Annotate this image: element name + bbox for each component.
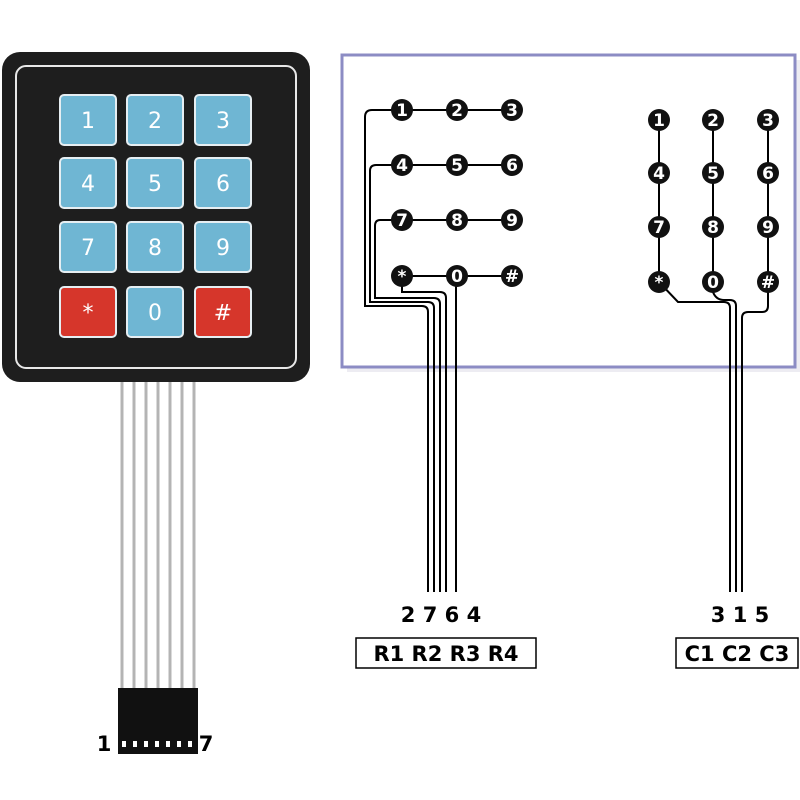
key-0[interactable]: 0 — [126, 286, 184, 338]
col-node-*: * — [648, 271, 670, 293]
ribbon-cable — [120, 382, 196, 690]
key-label: 1 — [81, 109, 95, 134]
col-node-6: 6 — [757, 162, 779, 184]
col-node-4: 4 — [648, 162, 670, 184]
key-8[interactable]: 8 — [126, 221, 184, 273]
node-label: 7 — [653, 218, 665, 238]
col-node-2: 2 — [702, 109, 724, 131]
node-label: 2 — [707, 111, 719, 131]
node-label: # — [761, 273, 775, 293]
key-2[interactable]: 2 — [126, 94, 184, 146]
key-1[interactable]: 1 — [59, 94, 117, 146]
node-label: 0 — [707, 273, 719, 293]
node-label: 3 — [762, 111, 774, 131]
node-label: 4 — [396, 156, 408, 176]
col-node-1: 1 — [648, 109, 670, 131]
node-label: 6 — [506, 156, 518, 176]
connector-pin-right-label: 7 — [199, 732, 214, 756]
node-label: 2 — [451, 101, 463, 121]
connector-pin — [122, 741, 126, 747]
node-label: 9 — [506, 211, 518, 231]
key-3[interactable]: 3 — [194, 94, 252, 146]
node-label: * — [398, 267, 407, 287]
row-node-grid: 1 2 3 4 5 6 7 8 9 * 0 # — [391, 99, 523, 287]
key-label: 2 — [148, 109, 162, 134]
key-#[interactable]: # — [194, 286, 252, 338]
row-node-4: 4 — [391, 154, 413, 176]
node-label: 1 — [653, 111, 665, 131]
col-node-0: 0 — [702, 271, 724, 293]
key-label: 7 — [81, 236, 95, 261]
row-wiring — [364, 109, 512, 592]
key-label: 6 — [216, 172, 230, 197]
connector-pin — [144, 741, 148, 747]
node-label: # — [505, 267, 519, 287]
row-node-*: * — [391, 265, 413, 287]
key-label: 0 — [148, 301, 162, 326]
key-4[interactable]: 4 — [59, 157, 117, 209]
connector-pin — [166, 741, 170, 747]
column-wiring — [658, 120, 769, 592]
node-label: 7 — [396, 211, 408, 231]
key-label: 5 — [148, 172, 162, 197]
node-label: 8 — [451, 211, 463, 231]
col-node-7: 7 — [648, 216, 670, 238]
connector-pin — [188, 741, 192, 747]
node-label: 5 — [707, 164, 719, 184]
key-*[interactable]: * — [59, 286, 117, 338]
column-names-box — [675, 637, 799, 669]
row-names-box — [355, 637, 537, 669]
keypad-keys: 1 2 3 4 5 6 7 8 9 * 0 # — [59, 94, 252, 338]
key-label: 4 — [81, 172, 95, 197]
col-node-8: 8 — [702, 216, 724, 238]
node-label: 9 — [762, 218, 774, 238]
row-node-9: 9 — [501, 209, 523, 231]
row-node-#: # — [501, 265, 523, 287]
key-5[interactable]: 5 — [126, 157, 184, 209]
key-label: * — [83, 301, 94, 326]
column-node-grid: 1 2 3 4 5 6 7 8 9 * 0 # — [648, 109, 779, 293]
col-node-5: 5 — [702, 162, 724, 184]
node-label: 8 — [707, 218, 719, 238]
row-pin-numbers: 2 7 6 4 — [401, 603, 481, 627]
node-label: * — [655, 273, 664, 293]
key-9[interactable]: 9 — [194, 221, 252, 273]
connector-pin — [155, 741, 159, 747]
key-label: 8 — [148, 236, 162, 261]
col-node-3: 3 — [757, 109, 779, 131]
key-label: # — [214, 301, 232, 326]
connector-pin — [177, 741, 181, 747]
col-node-9: 9 — [757, 216, 779, 238]
column-pin-numbers: 3 1 5 — [711, 603, 769, 627]
row-node-7: 7 — [391, 209, 413, 231]
schematic-frame — [340, 53, 800, 372]
row-node-3: 3 — [501, 99, 523, 121]
node-label: 5 — [451, 156, 463, 176]
row-node-5: 5 — [446, 154, 468, 176]
key-label: 3 — [216, 109, 230, 134]
node-label: 6 — [762, 164, 774, 184]
node-label: 1 — [396, 101, 408, 121]
row-node-8: 8 — [446, 209, 468, 231]
node-label: 4 — [653, 164, 665, 184]
row-node-0: 0 — [446, 265, 468, 287]
connector-pin-left-label: 1 — [97, 732, 112, 756]
row-node-2: 2 — [446, 99, 468, 121]
node-label: 0 — [451, 267, 463, 287]
row-names: R1 R2 R3 R4 — [373, 642, 518, 666]
connector-pin — [133, 741, 137, 747]
key-7[interactable]: 7 — [59, 221, 117, 273]
row-node-6: 6 — [501, 154, 523, 176]
connector-pins — [122, 741, 192, 747]
row-node-1: 1 — [391, 99, 413, 121]
key-6[interactable]: 6 — [194, 157, 252, 209]
column-names: C1 C2 C3 — [685, 642, 790, 666]
keypad-inner-border — [15, 65, 297, 369]
node-label: 3 — [506, 101, 518, 121]
col-node-#: # — [757, 271, 779, 293]
key-label: 9 — [216, 236, 230, 261]
membrane-keypad: 1 2 3 4 5 6 7 8 9 * 0 # 1 7 — [2, 52, 310, 756]
